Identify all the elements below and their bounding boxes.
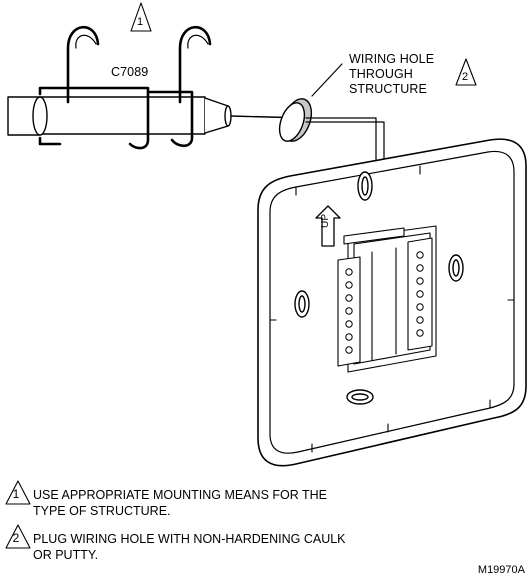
note-1-line-2: TYPE OF STRUCTURE. bbox=[33, 504, 171, 518]
note-1-line-1: USE APPROPRIATE MOUNTING MEANS FOR THE bbox=[33, 488, 328, 502]
mounting-slot-left bbox=[294, 290, 310, 318]
mounting-slot-right bbox=[448, 254, 464, 282]
terminal-screws-left bbox=[345, 268, 353, 354]
note-2: 2 PLUG WIRING HOLE WITH NON-HARDENING CA… bbox=[0, 525, 531, 569]
figure-id: M19970A bbox=[477, 564, 525, 576]
wiring-hole-label-line3: STRUCTURE bbox=[349, 82, 427, 96]
note-1: 1 USE APPROPRIATE MOUNTING MEANS FOR THE… bbox=[0, 481, 531, 525]
callout-1-number: 1 bbox=[137, 16, 144, 28]
mounting-loop-left bbox=[38, 25, 150, 150]
up-label: UP bbox=[320, 213, 331, 228]
wiring-hole bbox=[278, 63, 343, 142]
up-arrow-icon bbox=[315, 205, 341, 247]
note-1-number: 1 bbox=[12, 487, 20, 501]
note-2-line-1: PLUG WIRING HOLE WITH NON-HARDENING CAUL… bbox=[33, 532, 346, 546]
note-triangle-2 bbox=[5, 524, 31, 549]
note-1-text: USE APPROPRIATE MOUNTING MEANS FOR THE T… bbox=[33, 487, 413, 519]
note-2-number: 2 bbox=[12, 531, 20, 545]
sensor-label: C7089 bbox=[111, 65, 149, 79]
callout-2-number: 2 bbox=[462, 71, 469, 83]
callout-triangle-2 bbox=[455, 58, 477, 86]
mounting-slot-bottom bbox=[346, 389, 374, 405]
note-triangle-1 bbox=[5, 480, 31, 505]
mounting-slot-top bbox=[357, 171, 373, 201]
wiring-hole-label-line2: THROUGH bbox=[349, 67, 413, 81]
note-2-text: PLUG WIRING HOLE WITH NON-HARDENING CAUL… bbox=[33, 531, 413, 563]
mounting-loop-right bbox=[146, 25, 212, 148]
wiring-hole-label-line1: WIRING HOLE bbox=[349, 52, 435, 66]
note-2-line-2: OR PUTTY. bbox=[33, 548, 99, 562]
terminal-screws-right bbox=[416, 251, 424, 337]
sensor-c7089 bbox=[7, 96, 307, 136]
callout-triangle-1 bbox=[130, 2, 152, 32]
terminal-block bbox=[337, 225, 437, 373]
